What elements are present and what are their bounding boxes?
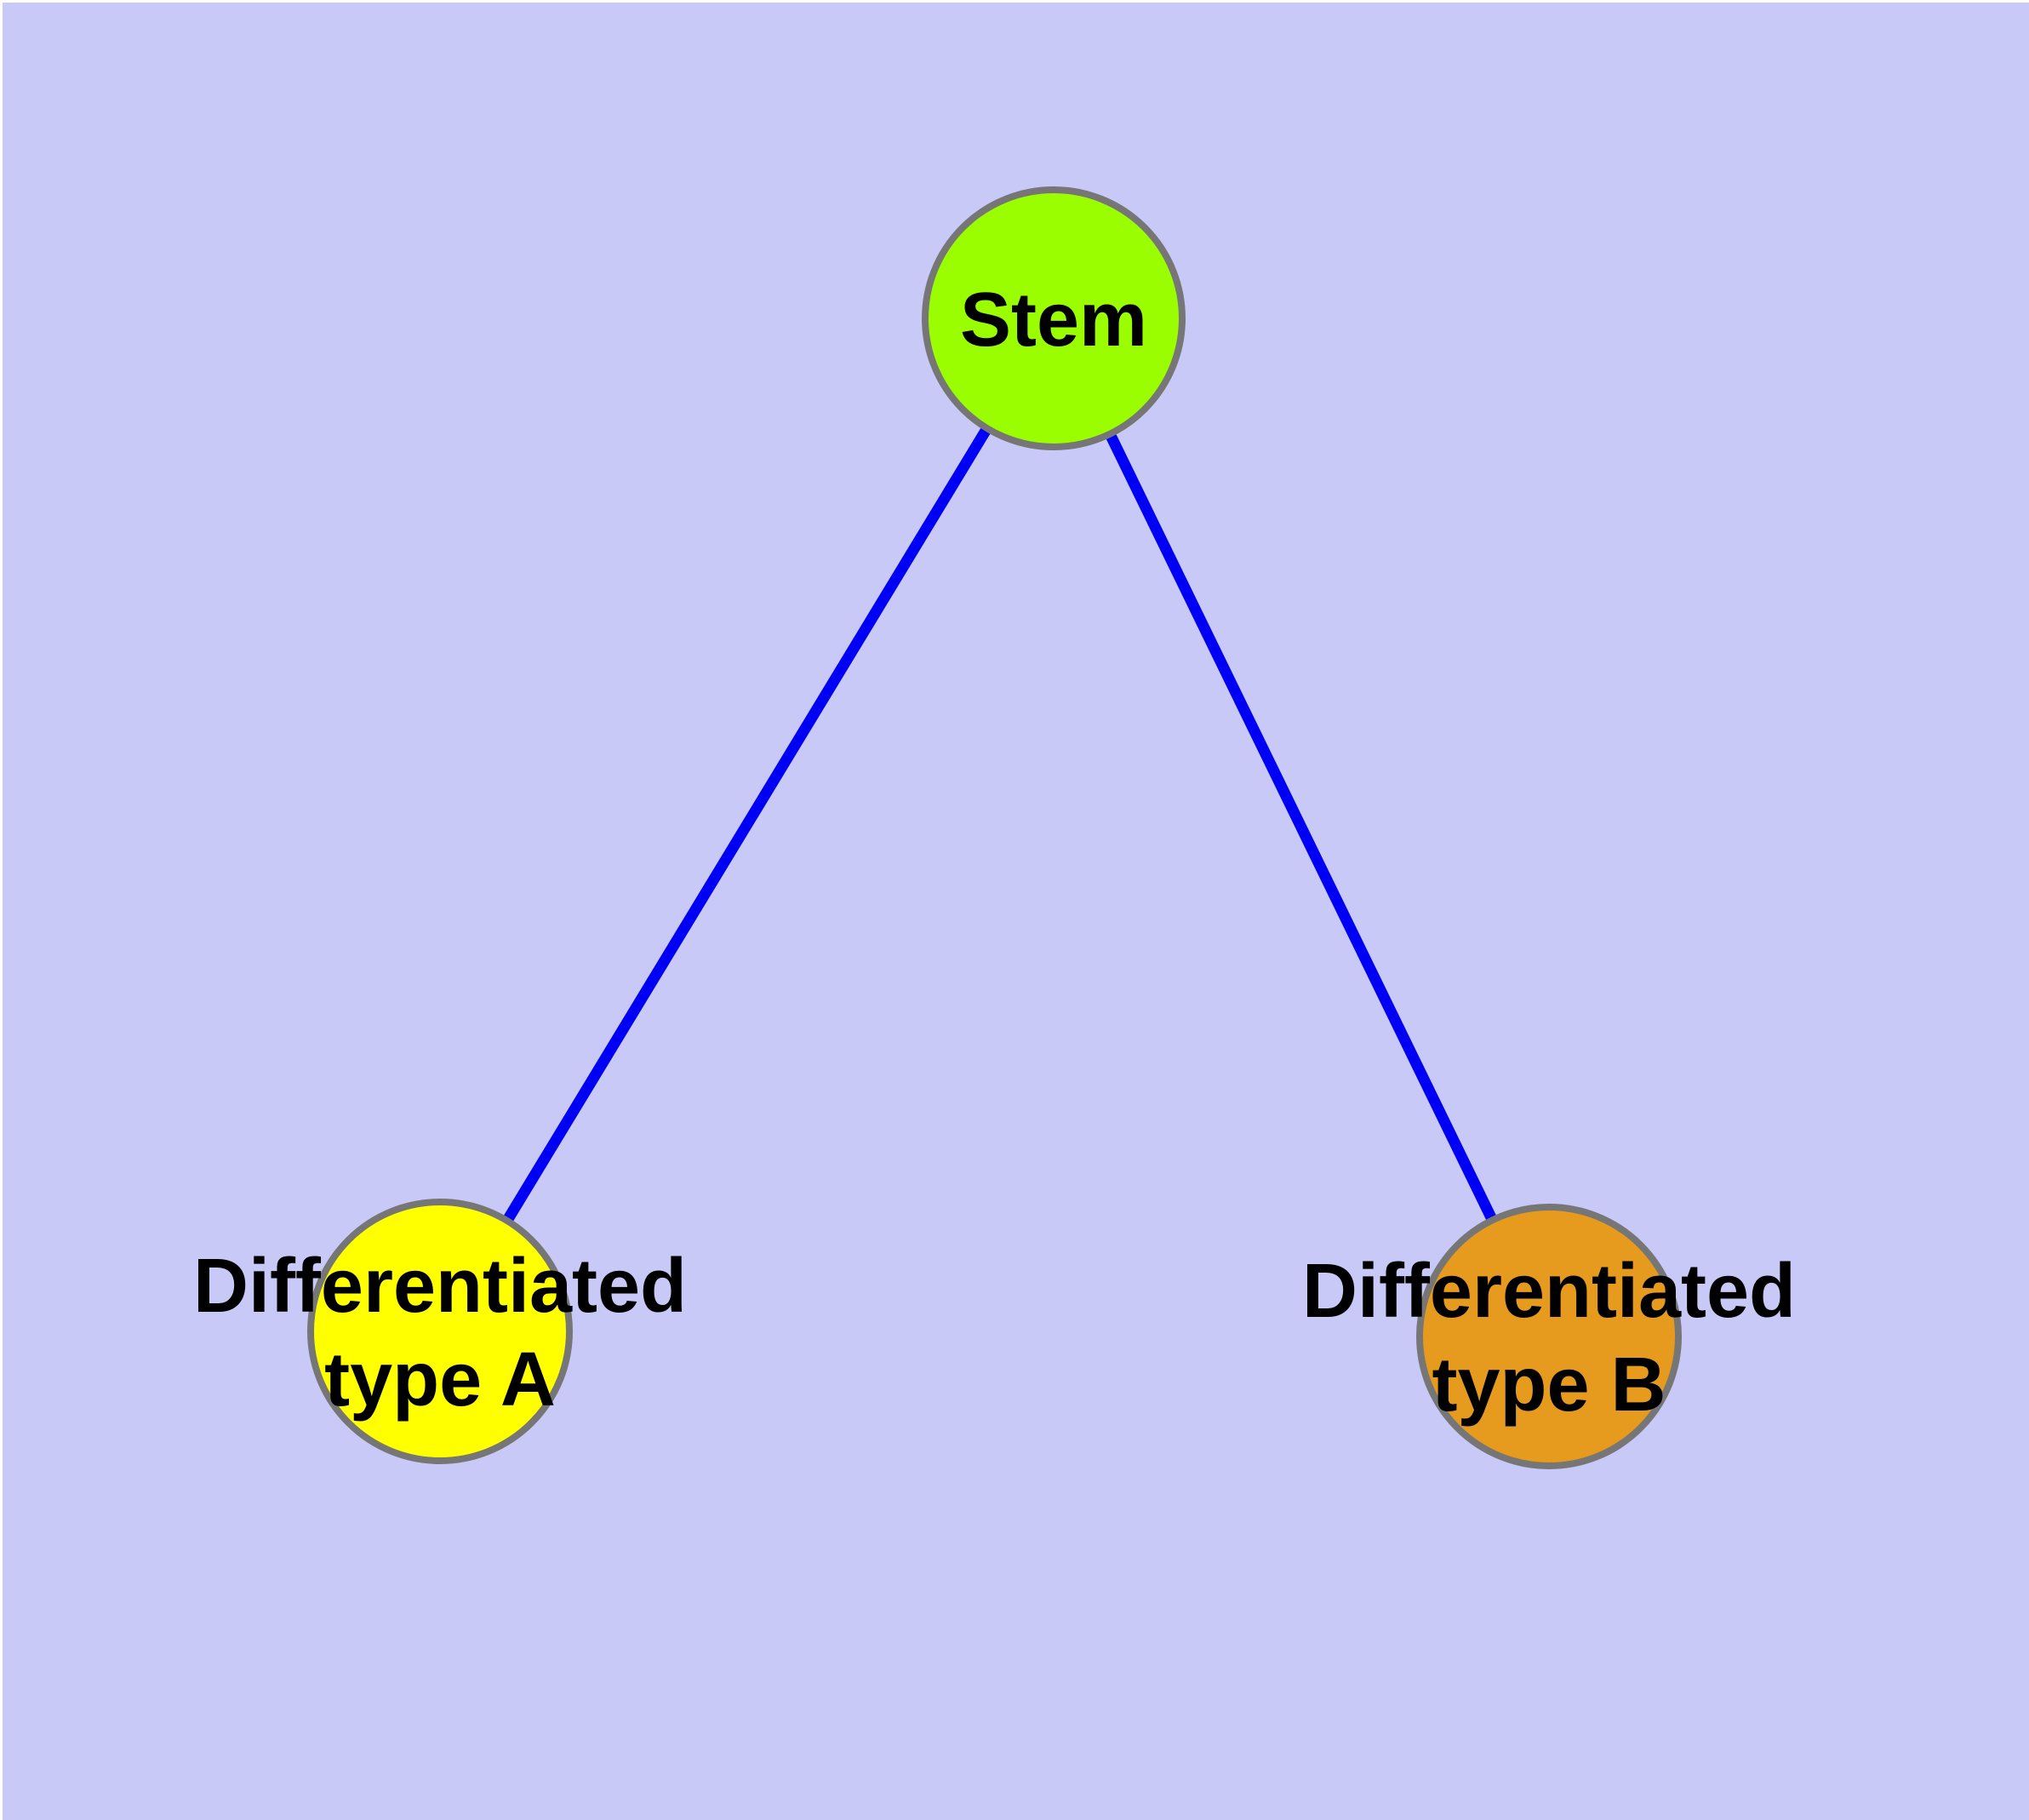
edge-stem-to-differentiated-type-a — [435, 315, 1059, 1335]
edges-layer — [435, 315, 1554, 1339]
edge-stem-to-differentiated-type-b — [1049, 316, 1554, 1339]
node-differentiated-type-a — [307, 1199, 573, 1464]
node-differentiated-type-b — [1416, 1204, 1682, 1469]
node-stem — [922, 186, 1186, 450]
nodes-layer — [307, 186, 1682, 1469]
node-stem-label: Stem — [960, 278, 1147, 363]
